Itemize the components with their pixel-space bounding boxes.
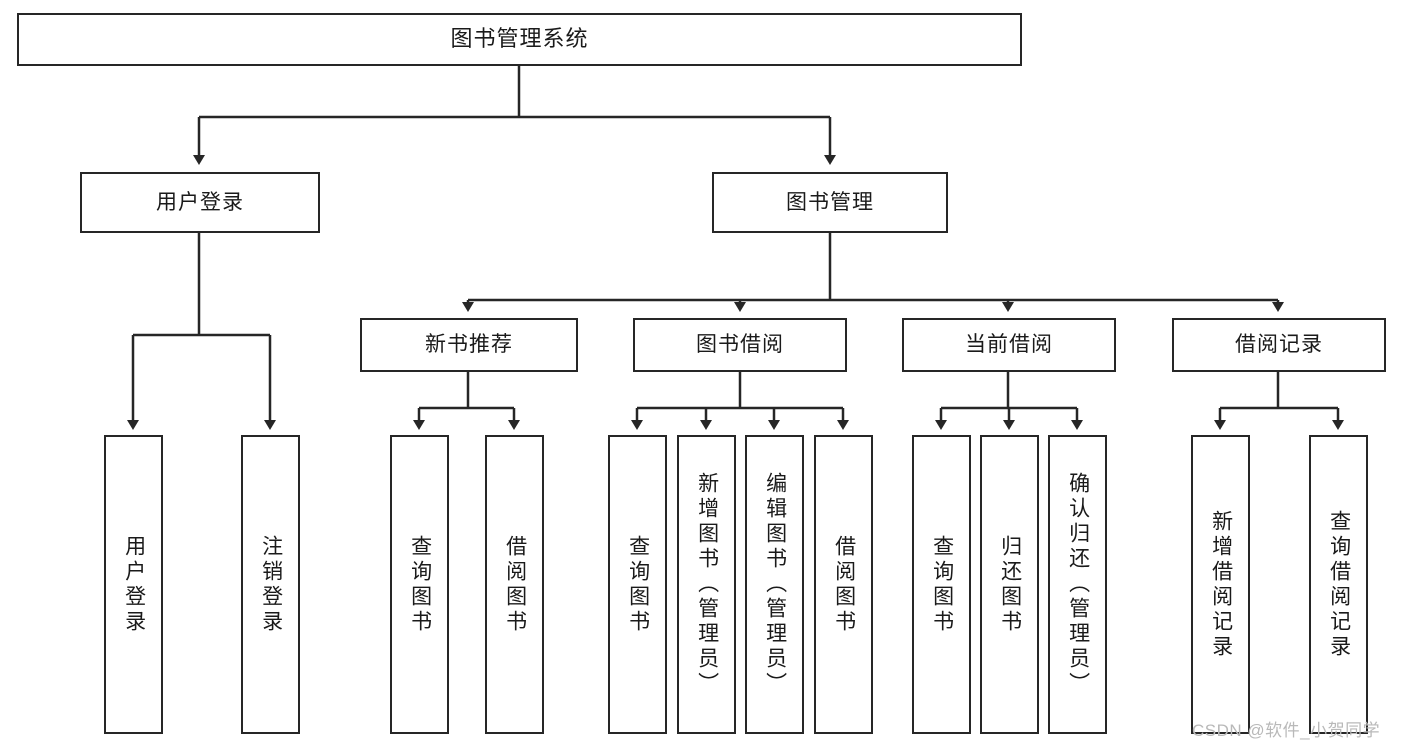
node-leaf-borrow-book-2[interactable]: 借阅图书 — [814, 435, 873, 734]
node-current-borrow-label: 当前借阅 — [965, 333, 1053, 357]
node-leaf-query-book-3-label: 查询图书 — [930, 534, 954, 635]
node-leaf-add-record[interactable]: 新增借阅记录 — [1191, 435, 1250, 734]
node-leaf-user-logout[interactable]: 注销登录 — [241, 435, 300, 734]
node-leaf-confirm-return-label: 确认归还（管理员） — [1066, 472, 1090, 697]
node-borrow-record-label: 借阅记录 — [1235, 333, 1323, 357]
node-leaf-add-record-label: 新增借阅记录 — [1209, 509, 1233, 660]
node-book-borrow-label: 图书借阅 — [696, 333, 784, 357]
node-leaf-borrow-book-1[interactable]: 借阅图书 — [485, 435, 544, 734]
node-leaf-user-login-label: 用户登录 — [122, 534, 146, 635]
node-borrow-record[interactable]: 借阅记录 — [1172, 318, 1386, 372]
node-leaf-borrow-book-1-label: 借阅图书 — [503, 534, 527, 635]
node-user-login-label: 用户登录 — [156, 190, 244, 214]
node-root-label: 图书管理系统 — [450, 26, 589, 52]
node-leaf-return-book-label: 归还图书 — [998, 534, 1022, 635]
node-book-manage-label: 图书管理 — [786, 190, 874, 214]
node-book-manage[interactable]: 图书管理 — [712, 172, 948, 233]
node-leaf-query-record-label: 查询借阅记录 — [1327, 509, 1351, 660]
node-leaf-query-book-2-label: 查询图书 — [626, 534, 650, 635]
node-leaf-add-book-label: 新增图书（管理员） — [695, 472, 719, 697]
node-new-book-recommend[interactable]: 新书推荐 — [360, 318, 578, 372]
node-leaf-query-book-3[interactable]: 查询图书 — [912, 435, 971, 734]
node-leaf-return-book[interactable]: 归还图书 — [980, 435, 1039, 734]
node-leaf-query-book-1-label: 查询图书 — [408, 534, 432, 635]
node-leaf-query-book-1[interactable]: 查询图书 — [390, 435, 449, 734]
node-leaf-query-record[interactable]: 查询借阅记录 — [1309, 435, 1368, 734]
node-current-borrow[interactable]: 当前借阅 — [902, 318, 1116, 372]
node-leaf-user-logout-label: 注销登录 — [259, 534, 283, 635]
csdn-watermark: CSDN @软件_小贺同学 — [1192, 721, 1381, 740]
node-leaf-add-book[interactable]: 新增图书（管理员） — [677, 435, 736, 734]
node-leaf-user-login[interactable]: 用户登录 — [104, 435, 163, 734]
node-leaf-confirm-return[interactable]: 确认归还（管理员） — [1048, 435, 1107, 734]
node-leaf-borrow-book-2-label: 借阅图书 — [832, 534, 856, 635]
node-leaf-query-book-2[interactable]: 查询图书 — [608, 435, 667, 734]
node-book-borrow[interactable]: 图书借阅 — [633, 318, 847, 372]
node-leaf-edit-book[interactable]: 编辑图书（管理员） — [745, 435, 804, 734]
node-new-book-recommend-label: 新书推荐 — [425, 333, 513, 357]
node-leaf-edit-book-label: 编辑图书（管理员） — [763, 472, 787, 697]
node-user-login[interactable]: 用户登录 — [80, 172, 320, 233]
node-root[interactable]: 图书管理系统 — [17, 13, 1022, 66]
